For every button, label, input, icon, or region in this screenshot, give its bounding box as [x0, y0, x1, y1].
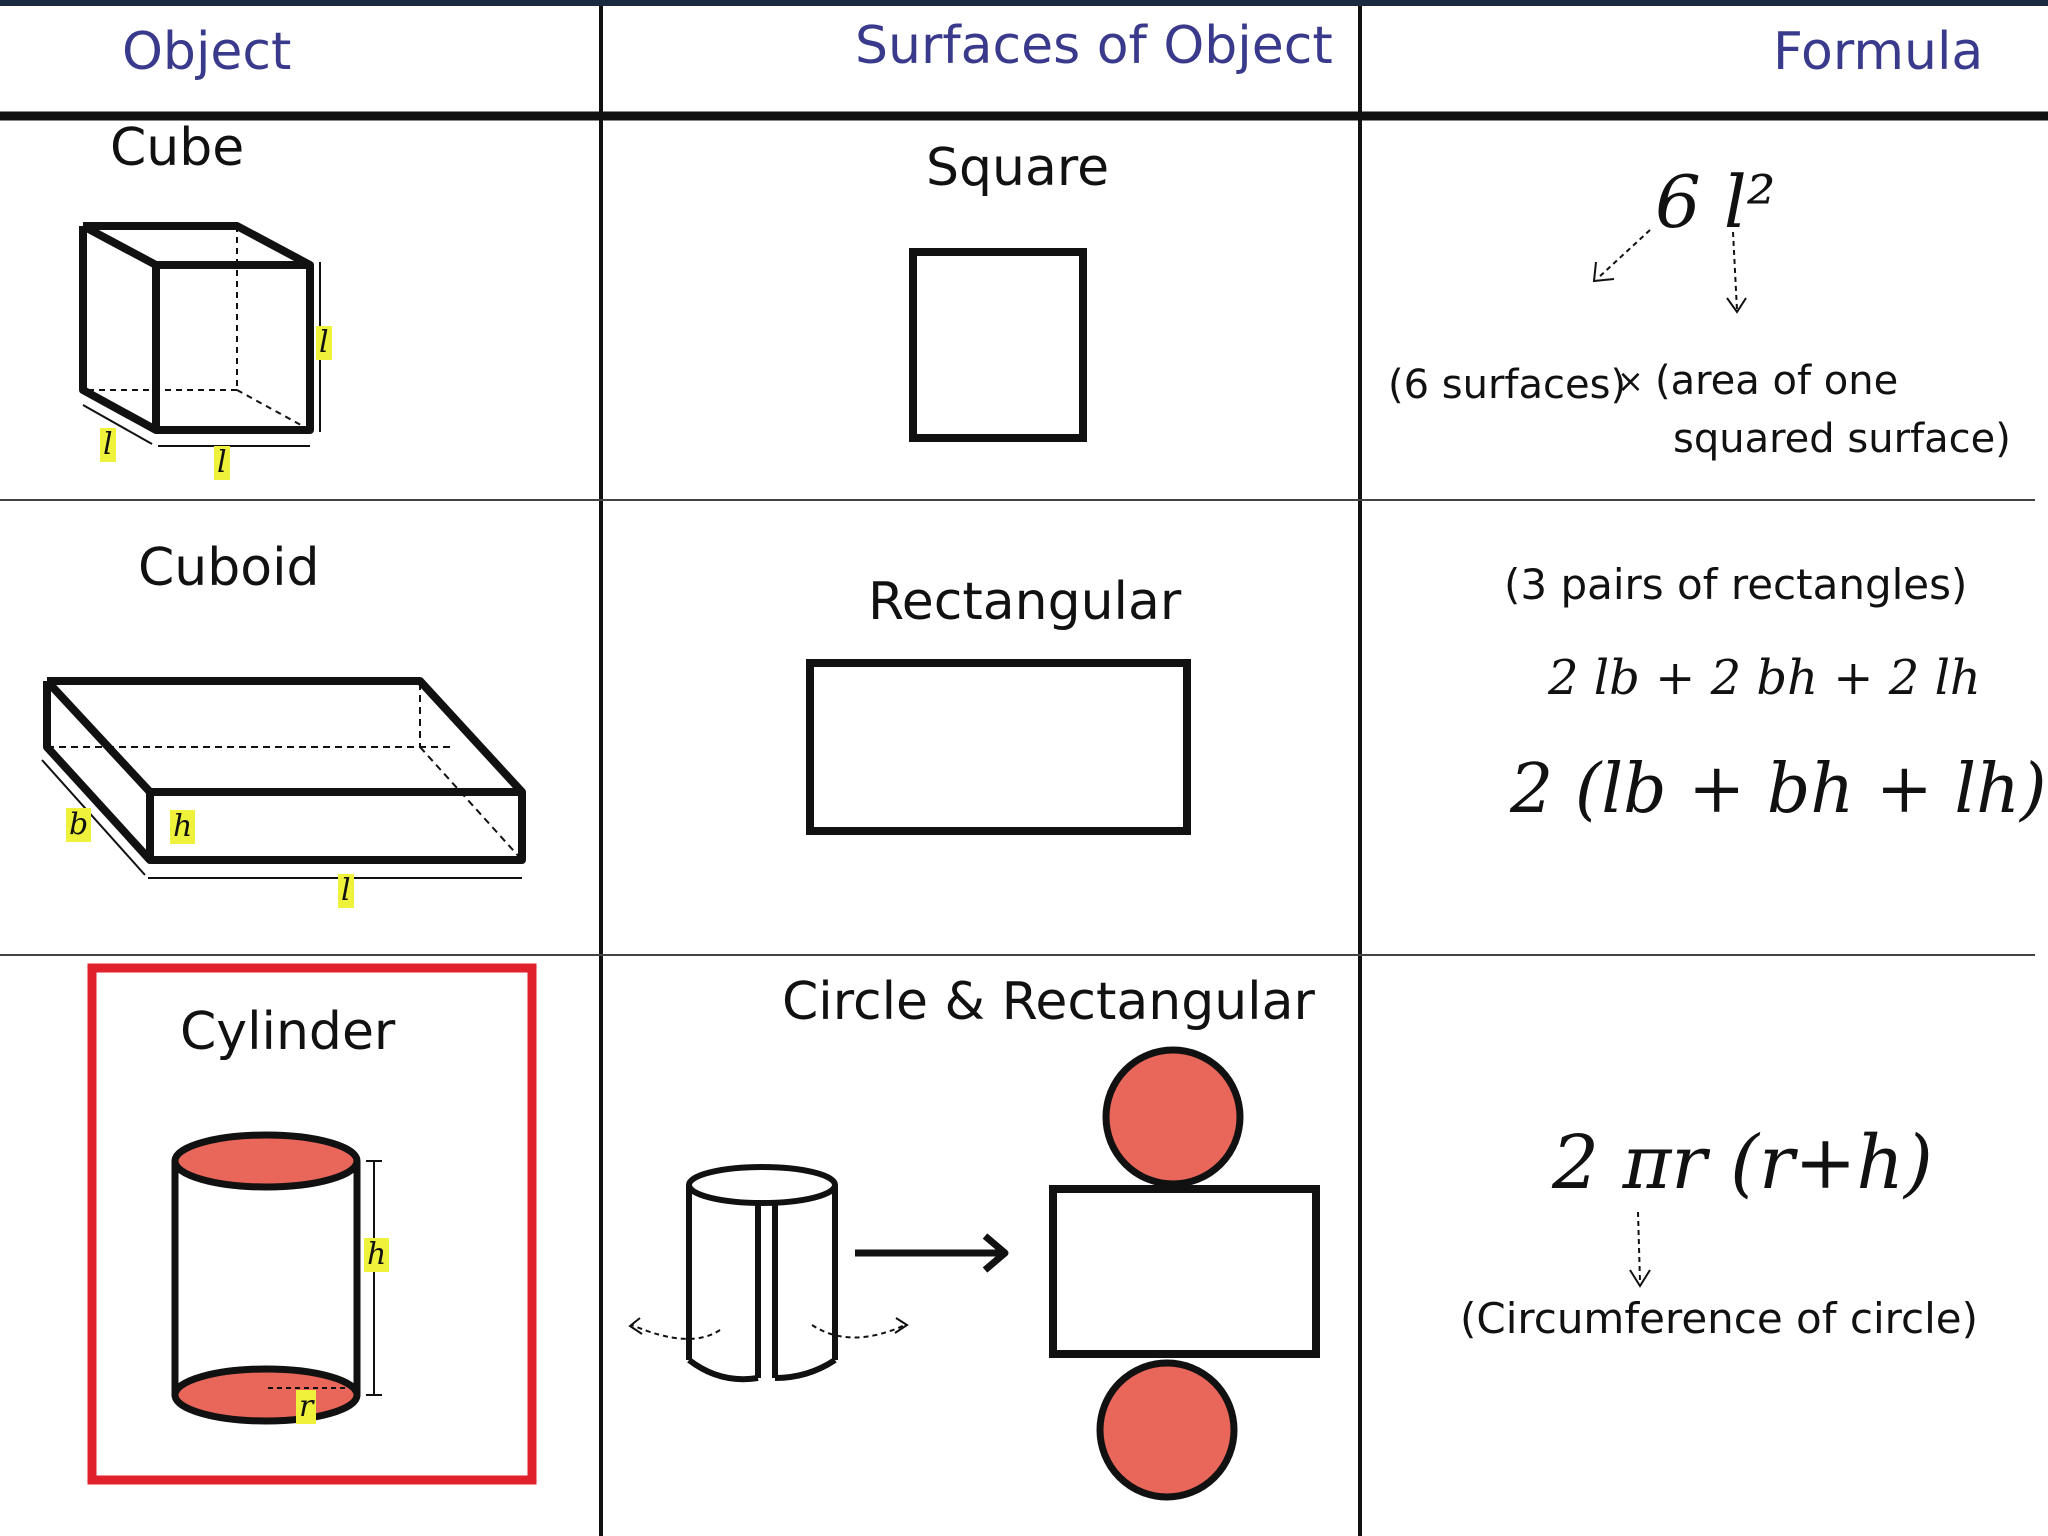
- cube-note-area-line2: squared surface): [1673, 416, 2011, 462]
- cylinder-drawing: [171, 1131, 382, 1425]
- header-surfaces: Surfaces of Object: [855, 16, 1333, 76]
- cube-note-surfaces: (6 surfaces): [1388, 362, 1627, 408]
- cylinder-note-circumference: (Circumference of circle): [1460, 1294, 1978, 1343]
- cylinder-dim-tag-h: h: [364, 1238, 390, 1272]
- cuboid-dim-tag-b: b: [66, 808, 92, 842]
- object-label-cuboid: Cuboid: [138, 538, 320, 598]
- cuboid-drawing: [41, 677, 526, 879]
- surface-label-circle-rectangular: Circle & Rectangular: [782, 972, 1315, 1032]
- surface-label-square: Square: [926, 138, 1110, 198]
- cube-formula: 6 l²: [1655, 160, 1776, 244]
- header-object: Object: [122, 22, 292, 82]
- cube-note-area-line1: (area of one: [1655, 358, 1899, 404]
- cylinder-formula-arrow: [1629, 1211, 1651, 1288]
- cube-dim-tag-width: l: [214, 446, 230, 480]
- cube-note-times: ×: [1617, 362, 1644, 400]
- cylinder-formula: 2 πr (r+h): [1552, 1120, 1933, 1206]
- cylinder-dim-tag-r: r: [296, 1390, 317, 1424]
- cube-dim-tag-height: l: [316, 326, 332, 360]
- unrolling-cylinder: [628, 1164, 909, 1383]
- cuboid-formula-expanded: 2 lb + 2 bh + 2 lh: [1548, 650, 1981, 706]
- top-border: [0, 0, 2048, 6]
- cube-formula-arrows: [1592, 229, 1747, 314]
- cuboid-formula: 2 (lb + bh + lh): [1510, 750, 2047, 829]
- rectangle-shape: [806, 659, 1191, 835]
- object-label-cylinder: Cylinder: [180, 1002, 396, 1062]
- surface-label-rectangular: Rectangular: [868, 572, 1182, 632]
- cuboid-dim-tag-h: h: [170, 810, 196, 844]
- header-formula: Formula: [1773, 22, 1984, 82]
- cuboid-note-pairs: (3 pairs of rectangles): [1504, 560, 1968, 609]
- cylinder-highlight-box: [87, 963, 537, 1485]
- square-shape: [909, 248, 1087, 442]
- cuboid-dim-tag-l: l: [338, 874, 354, 908]
- cube-drawing: [79, 222, 321, 447]
- cube-dim-tag-depth: l: [100, 428, 116, 462]
- object-label-cube: Cube: [110, 118, 245, 178]
- cylinder-net: [1049, 1046, 1320, 1501]
- transform-arrow: [855, 1233, 1009, 1273]
